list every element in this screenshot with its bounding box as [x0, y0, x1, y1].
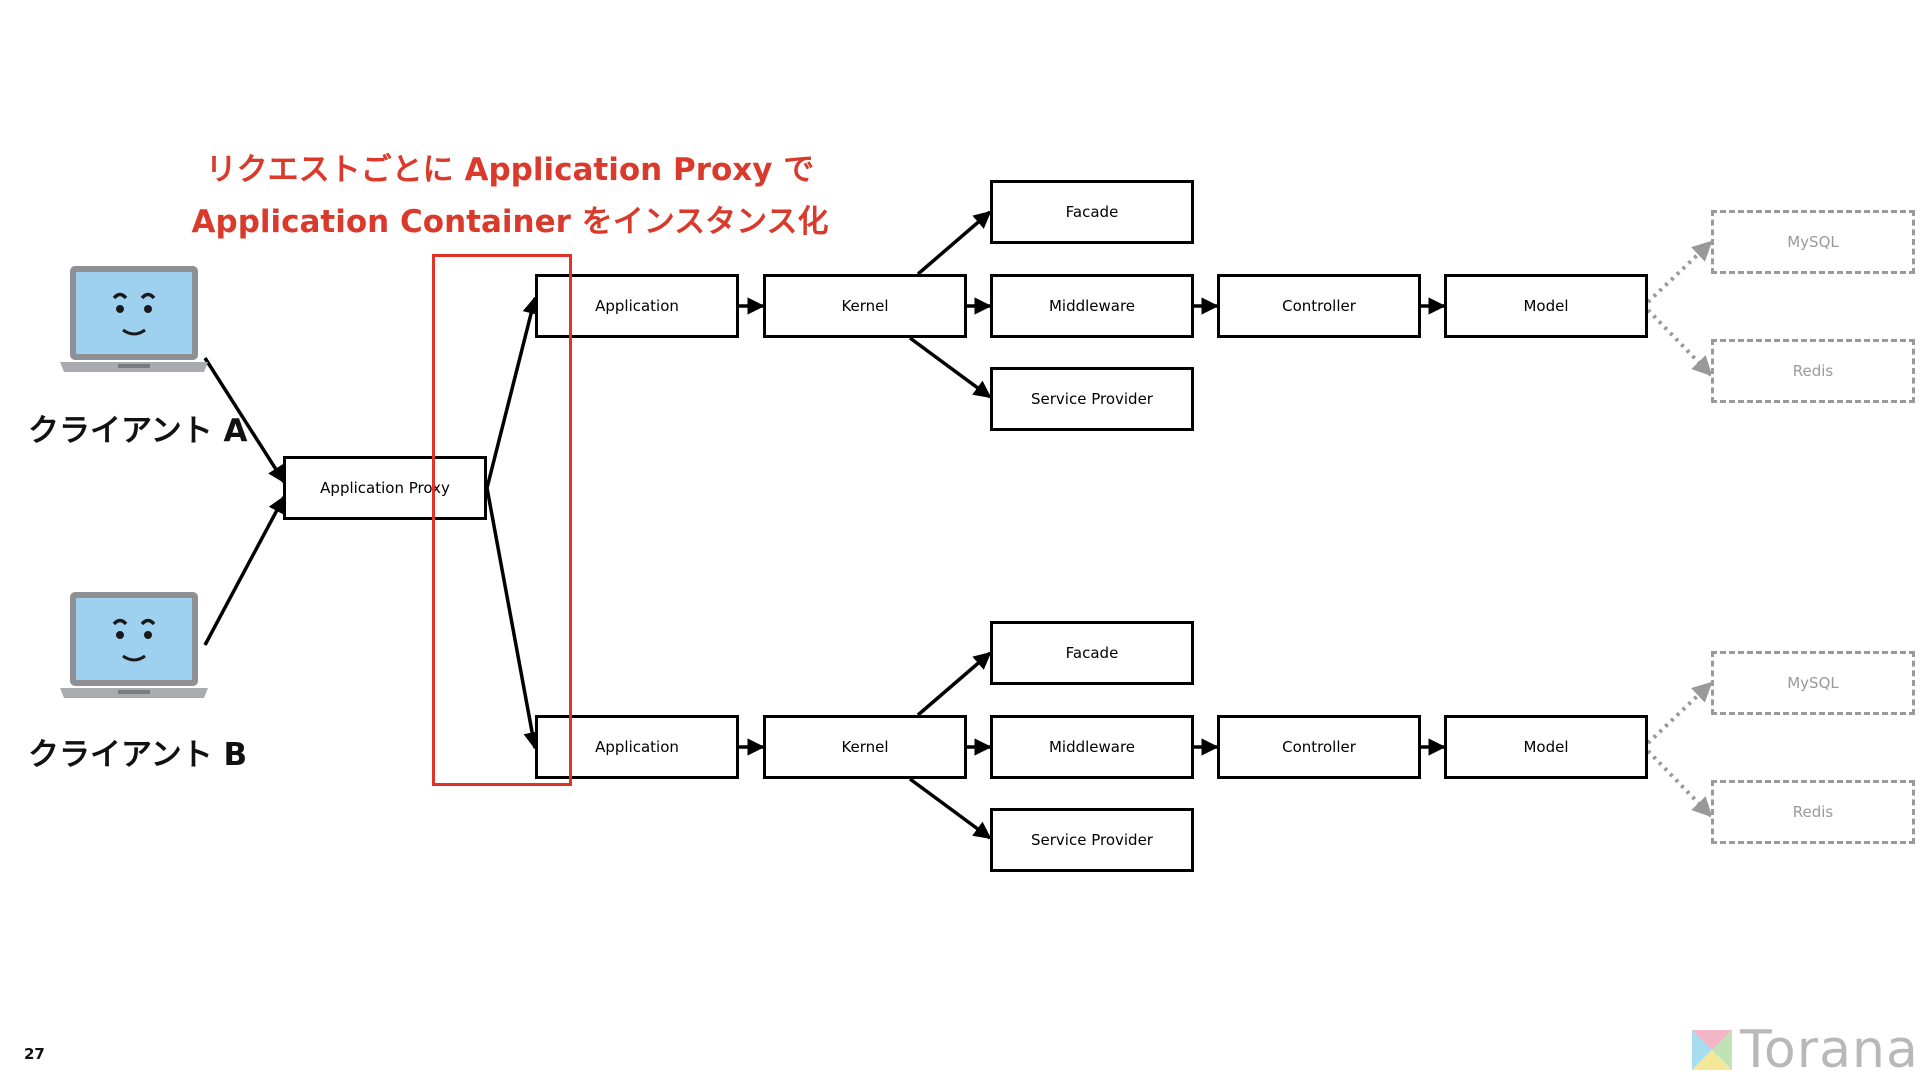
kernel-box-2: Kernel	[763, 715, 967, 779]
facade-box-2: Facade	[990, 621, 1194, 685]
middleware-box-1: Middleware	[990, 274, 1194, 338]
arrow-client-a-to-proxy	[203, 357, 286, 484]
client-b-label: クライアント B	[28, 737, 248, 773]
arrow-kernel-facade-1	[916, 210, 992, 276]
service-provider-box-1: Service Provider	[990, 367, 1194, 431]
controller-box-1: Controller	[1217, 274, 1421, 338]
application-proxy-box: Application Proxy	[283, 456, 487, 520]
arrow-kernel-service-provider-2	[908, 777, 992, 840]
arrow-model-redis-1	[1646, 308, 1713, 377]
mysql-box-2: MySQL	[1711, 651, 1915, 715]
model-box-2: Model	[1444, 715, 1648, 779]
heading-line-1: リクエストごとに Application Proxy で	[205, 152, 815, 188]
torana-logo-icon	[1692, 1030, 1732, 1070]
service-provider-box-2: Service Provider	[990, 808, 1194, 872]
arrow-proxy-to-app-1	[485, 296, 540, 489]
laptop-client-a-icon	[60, 266, 208, 372]
brand-logo: Torana	[1690, 1020, 1919, 1080]
laptop-client-b-icon	[60, 592, 208, 698]
arrow-proxy-to-app-2	[485, 487, 541, 750]
application-box-2: Application	[535, 715, 739, 779]
heading-line-2: Application Container をインスタンス化	[191, 204, 829, 240]
mysql-box-1: MySQL	[1711, 210, 1915, 274]
arrow-model-redis-2	[1646, 749, 1713, 818]
facade-box-1: Facade	[990, 180, 1194, 244]
model-box-1: Model	[1444, 274, 1648, 338]
arrow-model-mysql-1	[1646, 240, 1713, 304]
client-a-label: クライアント A	[28, 413, 248, 449]
arrow-client-b-to-proxy	[203, 495, 286, 646]
controller-box-2: Controller	[1217, 715, 1421, 779]
arrow-model-mysql-2	[1646, 681, 1713, 745]
kernel-box-1: Kernel	[763, 274, 967, 338]
page-number: 27	[24, 1045, 45, 1063]
middleware-box-2: Middleware	[990, 715, 1194, 779]
redis-box-2: Redis	[1711, 780, 1915, 844]
arrow-kernel-facade-2	[916, 651, 992, 717]
arrow-kernel-service-provider-1	[908, 336, 992, 399]
redis-box-1: Redis	[1711, 339, 1915, 403]
brand-name: Torana	[1740, 1020, 1919, 1080]
application-box-1: Application	[535, 274, 739, 338]
